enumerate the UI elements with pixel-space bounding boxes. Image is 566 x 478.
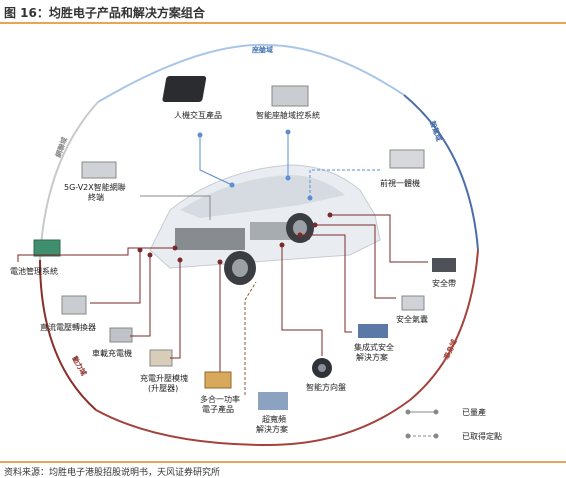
- top-divider: [0, 22, 566, 24]
- label-hmi: 人機交互產品: [174, 110, 222, 120]
- product-seatbelt-image: [432, 258, 456, 272]
- bottom-divider: [0, 461, 566, 463]
- product-diagram: 座艙域 智駕域 車身域 動力域 網聯域: [10, 43, 502, 447]
- product-cockpit-controller-image: [271, 85, 309, 107]
- product-multi-power-image: [204, 371, 232, 389]
- product-hmi-image: [162, 76, 207, 102]
- cockpit-domain-arc: [97, 43, 405, 103]
- figure-source: 资料来源：均胜电子港股招股说明书，天风证券研究所: [4, 468, 221, 478]
- product-steering-image: [312, 358, 332, 378]
- legend: 已量產 已取得定點: [405, 407, 502, 441]
- label-seatbelt: 安全帶: [432, 278, 456, 288]
- connector-dots: [137, 129, 333, 265]
- figure-title: 图 16：均胜电子产品和解决方案组合: [4, 6, 205, 20]
- legend-designated: 已取得定點: [462, 431, 502, 441]
- label-multi-1: 多合一功率: [200, 394, 240, 404]
- product-v2x-image: [81, 161, 117, 179]
- label-obc: 車載充電機: [92, 348, 132, 358]
- product-safety-image: [358, 324, 388, 338]
- legend-mass-production: 已量產: [462, 407, 486, 417]
- power-domain-arc: [39, 259, 97, 411]
- product-obc-image: [109, 327, 133, 343]
- label-safety-1: 集成式安全: [354, 342, 394, 352]
- product-boost-image: [149, 349, 173, 367]
- body-domain-arc: [409, 249, 479, 401]
- product-uwb-image: [258, 392, 288, 410]
- label-uwb-2: 解決方案: [256, 424, 288, 434]
- label-boost-2: (升壓器): [148, 384, 178, 393]
- label-multi-2: 電子產品: [202, 404, 234, 414]
- label-v2x-1: 5G-V2X智能網聯: [64, 182, 126, 192]
- label-cockpit-controller: 智能座艙域控系統: [256, 110, 320, 120]
- adas-domain-label: 智駕域: [428, 120, 444, 143]
- label-uwb-1: 超寬頻: [262, 414, 286, 424]
- connector-lines: [17, 132, 428, 395]
- product-front-camera-image: [389, 149, 425, 169]
- bottom-arc: [95, 399, 411, 447]
- product-dcdc-image: [61, 295, 87, 315]
- label-steering: 智能方向盤: [306, 382, 346, 392]
- power-domain-label: 動力域: [70, 355, 88, 378]
- label-front-camera: 前視一體機: [380, 178, 420, 188]
- label-airbag: 安全氣囊: [396, 314, 428, 324]
- label-dcdc: 直流電壓轉換器: [40, 322, 96, 332]
- adas-domain-arc: [403, 94, 479, 251]
- label-bms: 電池管理系統: [10, 266, 58, 276]
- product-bms-image: [33, 239, 61, 257]
- label-boost-1: 充電升壓模塊: [140, 373, 188, 383]
- label-safety-2: 解決方案: [356, 352, 388, 362]
- label-v2x-2: 終端: [88, 192, 104, 202]
- product-airbag-image: [401, 295, 425, 311]
- network-domain-arc: [39, 101, 99, 261]
- cockpit-domain-label: 座艙域: [252, 45, 273, 54]
- body-domain-label: 車身域: [442, 338, 459, 361]
